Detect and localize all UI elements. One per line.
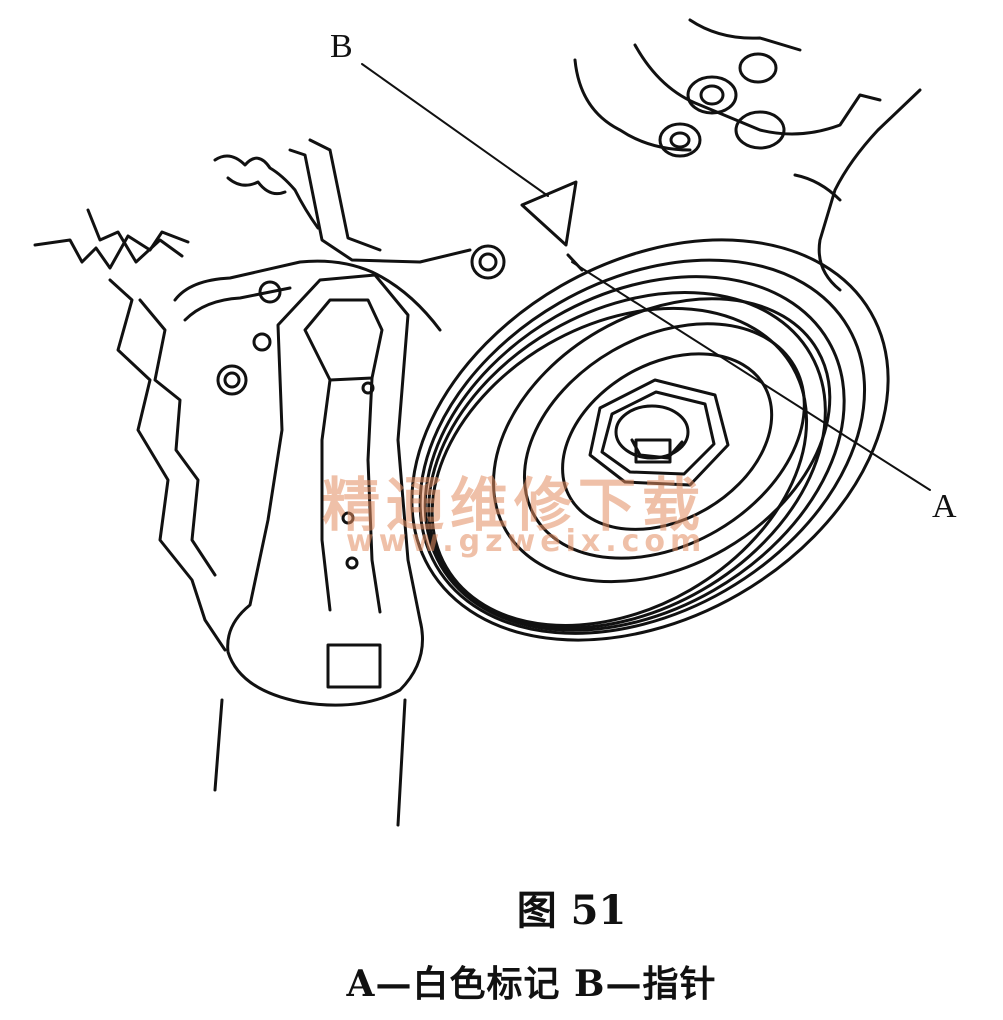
casing-upper-rim [173,259,442,332]
leader-line-b [361,63,549,197]
watermark-text: 精通维修下载 [322,471,707,539]
wrench-hole-1 [345,556,359,570]
wrench-socket-head [303,298,384,382]
label-b: B [330,28,353,65]
label-a: A [932,488,957,525]
engine-right-edge [817,88,922,292]
engine-round-part [734,110,786,150]
housing-bolt [470,244,506,280]
engine-upper-right-curve [573,58,692,152]
crank-hex-nut [588,378,730,487]
engine-bracket-detail [226,176,287,196]
engine-housing-top [288,148,472,264]
engine-nut-left [658,122,702,158]
crank-bolt [614,404,690,460]
wrench-handle-right [396,698,407,827]
watermark-url: www.gzweix.com [346,524,707,559]
casing-bolt-2 [252,332,272,352]
figure-caption: A—白色标记 B—指针 [346,963,717,1005]
casing-rim-inner [183,286,292,322]
casing-left-inner [138,298,217,577]
wrench-hole-2 [341,511,355,525]
pulley-face-ring [492,297,832,584]
wrench-body [226,273,424,707]
pointer-triangle-b [520,180,578,247]
engine-edge-left [33,230,190,270]
leader-line-a [571,261,931,491]
pulley-hub [561,352,774,531]
crankshaft-pulley [410,238,890,642]
wrench-groove-right [366,376,382,614]
engine-cap [738,52,778,84]
wrench-groove-left [320,378,332,612]
pulley-outer-rim [410,238,890,642]
wrench-end-square [326,643,382,689]
engine-upper-right-line [633,43,882,136]
engine-housing-line [308,138,382,252]
wrench-hole-3 [361,381,375,395]
figure-title: 图 51 [516,887,627,934]
engine-edge-left-inner [86,208,184,264]
engine-bracket-top [213,154,320,230]
casing-left-contour [108,278,227,652]
white-mark-a [566,253,584,272]
engine-nut-top [686,75,738,115]
wrench-handle-left [213,698,224,792]
casing-bolt-3 [258,280,282,304]
casing-bolt-1 [216,364,248,396]
